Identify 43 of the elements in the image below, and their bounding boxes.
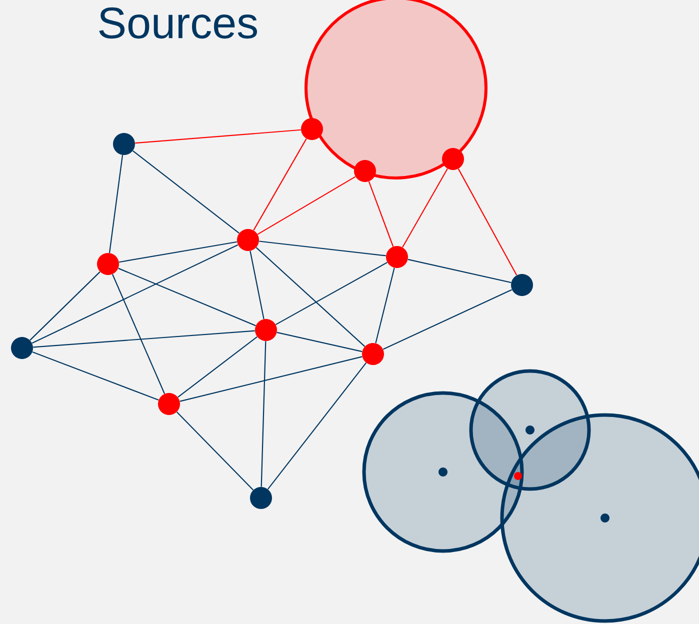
connection-line: [253, 138, 307, 231]
connection-line: [458, 168, 518, 276]
node-dot: [442, 148, 464, 170]
connection-line: [260, 341, 266, 487]
node-dot: [511, 274, 533, 296]
connection-line: [180, 356, 362, 402]
title: Sources: [99, 7, 257, 39]
connection-line: [375, 268, 395, 344]
node-dot: [255, 319, 277, 341]
node-dot: [113, 133, 135, 155]
connection-line: [178, 336, 258, 398]
node-dot: [97, 253, 119, 275]
connection-line: [256, 247, 366, 347]
connection-line: [135, 129, 301, 144]
connection-line: [118, 268, 256, 326]
node-dot: [301, 118, 323, 140]
connection-line: [267, 362, 367, 490]
connection-line: [250, 250, 264, 320]
node-dot: [354, 160, 376, 182]
connection-line: [276, 332, 362, 352]
connection-line: [368, 181, 394, 247]
connection-line: [259, 240, 386, 256]
node-dot: [158, 393, 180, 415]
connection-line: [257, 176, 356, 235]
connection-line: [32, 351, 159, 401]
connection-line: [132, 150, 240, 234]
connection-line: [32, 244, 238, 344]
connection-line: [176, 412, 254, 490]
connection-line: [108, 155, 124, 253]
connection-line: [402, 168, 448, 248]
connection-line: [408, 258, 512, 284]
range-circle: [500, 413, 699, 623]
node-dot: [386, 246, 408, 268]
connection-line: [118, 241, 238, 263]
connection-line: [382, 289, 512, 350]
connection-line: [112, 274, 166, 394]
connection-line: [33, 330, 255, 348]
node-dot: [362, 343, 384, 365]
node-dot: [250, 487, 272, 509]
connection-line: [30, 271, 100, 341]
node-dot: [237, 229, 259, 251]
connection-line: [276, 262, 388, 326]
node-dot: [11, 337, 33, 359]
